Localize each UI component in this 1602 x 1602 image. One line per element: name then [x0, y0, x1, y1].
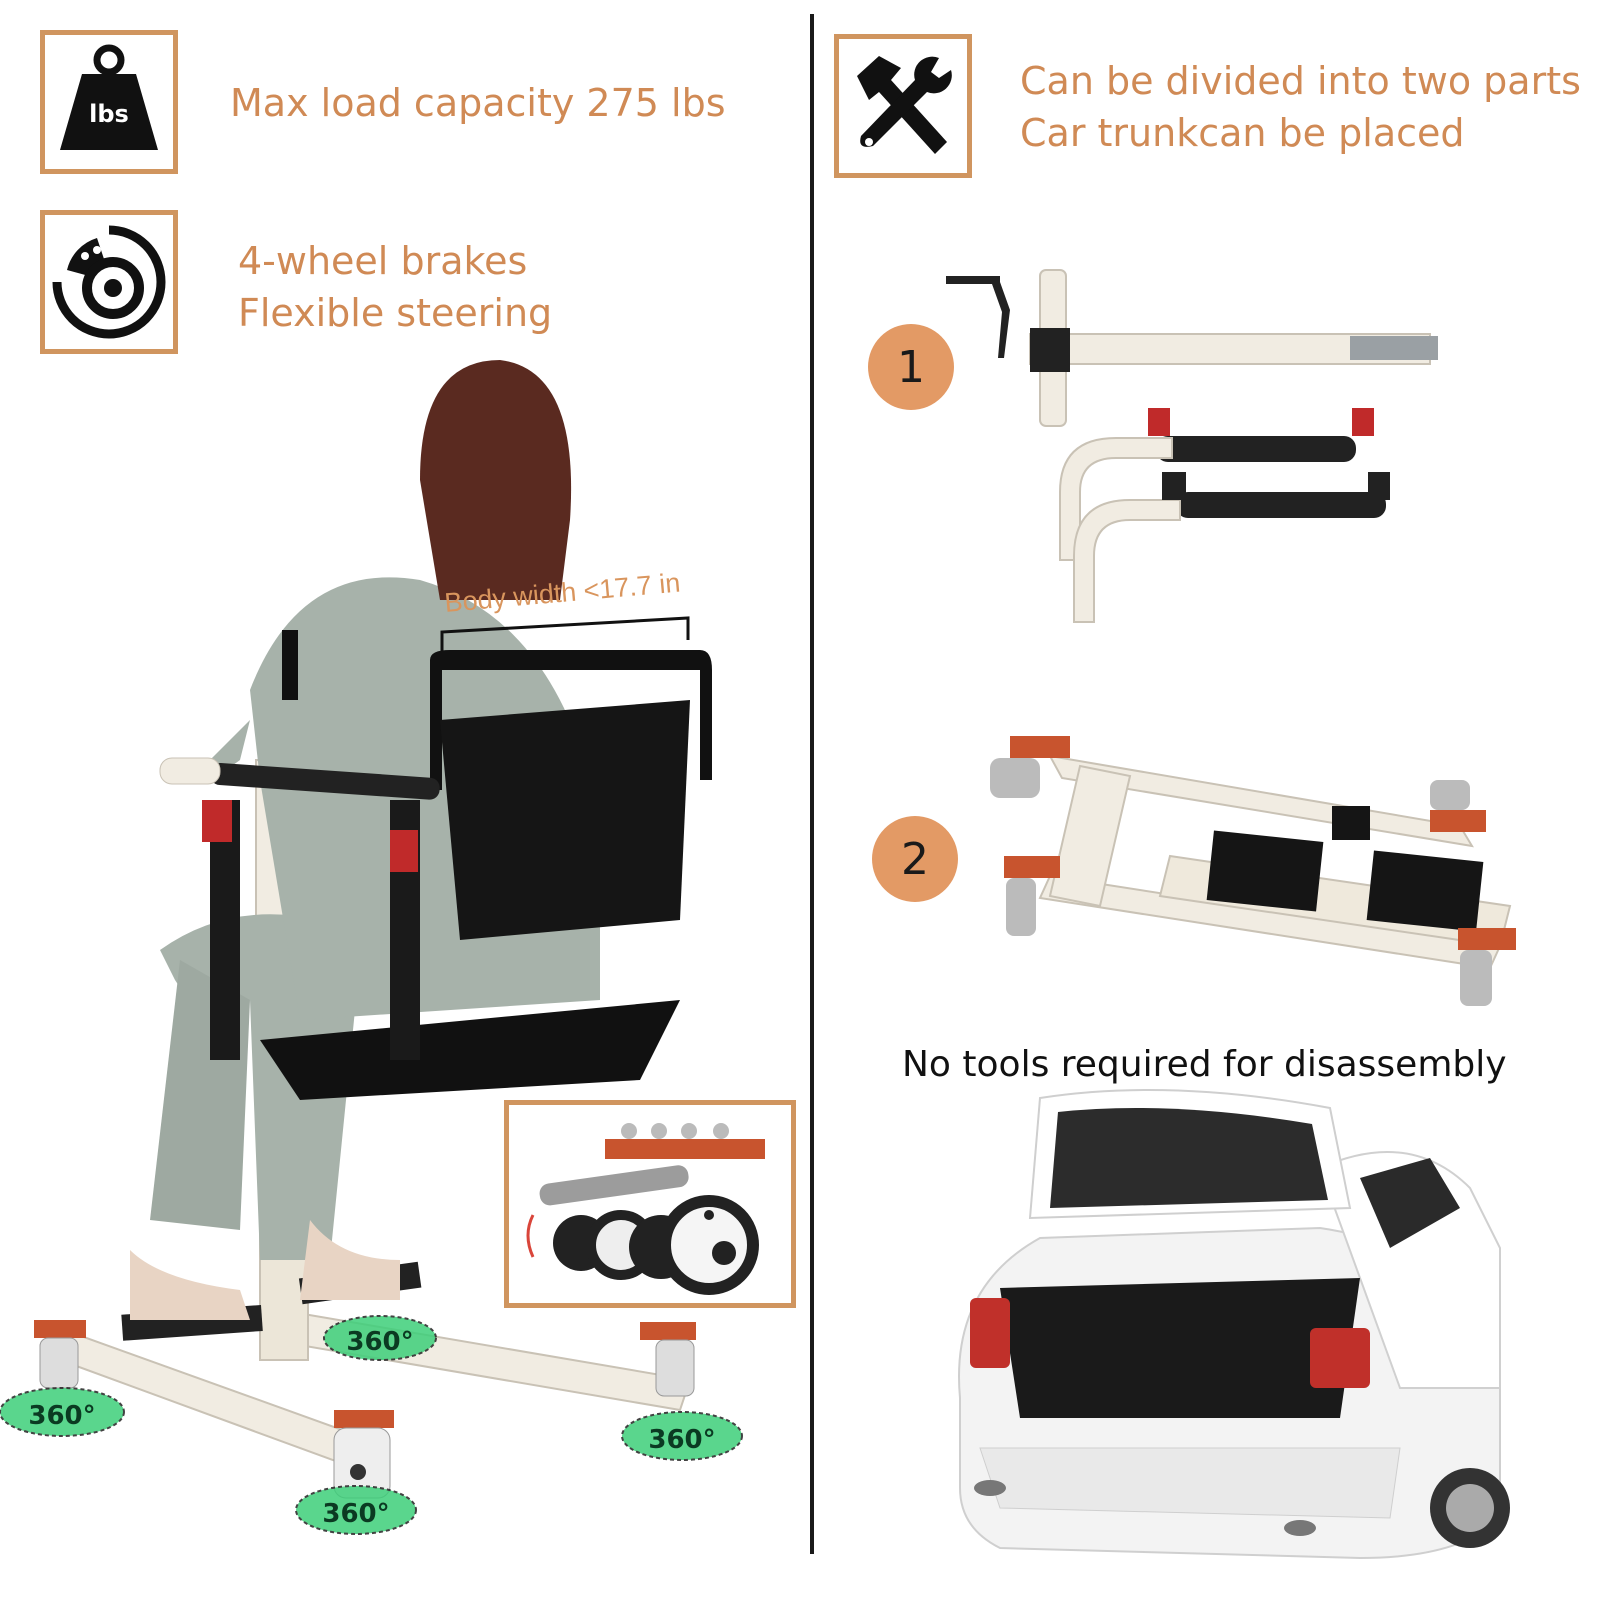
rotation-label: 360°	[322, 1499, 389, 1529]
body-width-bracket	[440, 616, 690, 652]
disassembly-caption: No tools required for disassembly	[902, 1044, 1507, 1085]
brake-icon-box	[40, 210, 178, 354]
weight-icon-label: lbs	[89, 100, 129, 128]
brake-disc-icon	[52, 225, 166, 339]
weight-lbs-icon: lbs	[60, 44, 158, 150]
transfer-chair-illustration: 360° 360° 360° 360°	[0, 360, 743, 1535]
divide-text-line1: Can be divided into two parts	[1020, 59, 1581, 103]
base-frame-part	[990, 736, 1516, 1006]
caster-closeup-illustration	[526, 1123, 765, 1295]
handle-and-armrest-parts	[946, 269, 1438, 623]
hammer-wrench-icon	[857, 56, 952, 154]
tools-icon-box	[834, 34, 972, 178]
caster-detail-inset	[504, 1100, 796, 1308]
step-2-badge: 2	[872, 816, 958, 902]
chair-seat	[159, 630, 712, 1100]
load-capacity-text: Max load capacity 275 lbs	[230, 81, 726, 125]
rotation-indicators: 360° 360° 360° 360°	[0, 1315, 743, 1535]
brakes-text-line1: 4-wheel brakes	[238, 239, 528, 283]
rotation-label: 360°	[28, 1401, 95, 1431]
divide-text-line2: Car trunkcan be placed	[1020, 111, 1465, 155]
step-1-badge: 1	[868, 324, 954, 410]
car-trunk-illustration	[958, 1089, 1510, 1560]
column-divider	[810, 14, 814, 1554]
rotation-label: 360°	[346, 1327, 413, 1357]
rotation-label: 360°	[648, 1425, 715, 1455]
weight-icon-box: lbs	[40, 30, 178, 174]
caster-wheels	[34, 1320, 696, 1499]
brakes-text-line2: Flexible steering	[238, 291, 553, 335]
